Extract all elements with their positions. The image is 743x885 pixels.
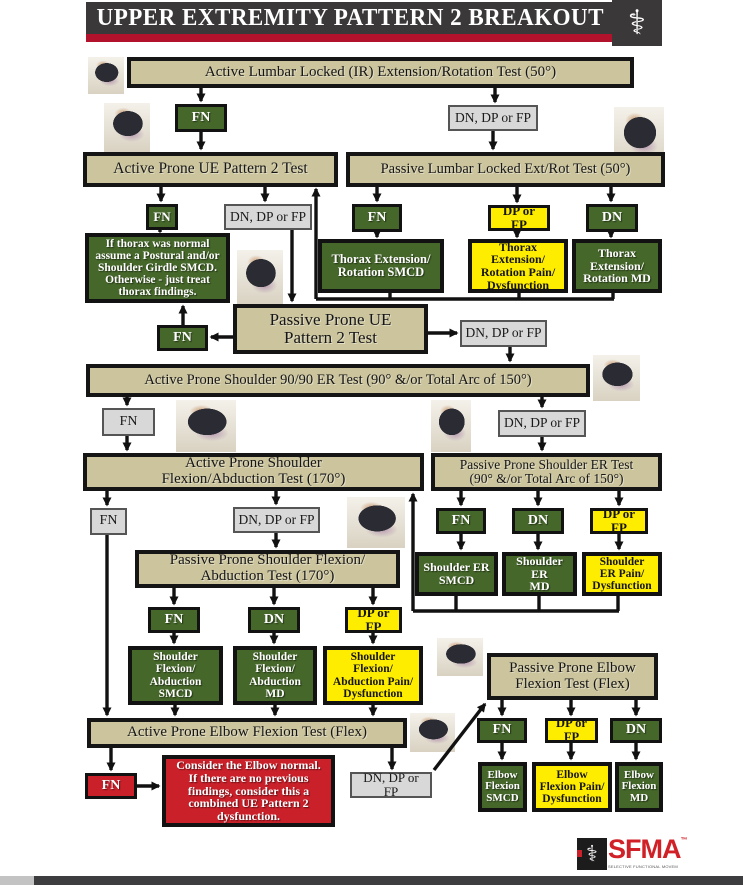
header-red-stripe — [86, 34, 614, 42]
bottom-page-bar — [0, 876, 743, 885]
trademark-symbol: ™ — [680, 837, 688, 844]
sfma-brand-text: SFMA™ — [608, 834, 688, 864]
header-bar: UPPER EXTREMITY PATTERN 2 BREAKOUT — [86, 2, 614, 34]
sfma-logo: ⚕ SFMA™ — [577, 834, 688, 870]
caduceus-icon: ⚕ — [577, 838, 607, 870]
page-title: UPPER EXTREMITY PATTERN 2 BREAKOUT — [96, 4, 604, 31]
caduceus-icon: ⚕ — [612, 0, 662, 46]
sfma-tagline: SELECTIVE FUNCTIONAL MOVEMENT ASSESSMENT — [608, 864, 678, 869]
bottom-page-bar-left-segment — [0, 876, 34, 885]
